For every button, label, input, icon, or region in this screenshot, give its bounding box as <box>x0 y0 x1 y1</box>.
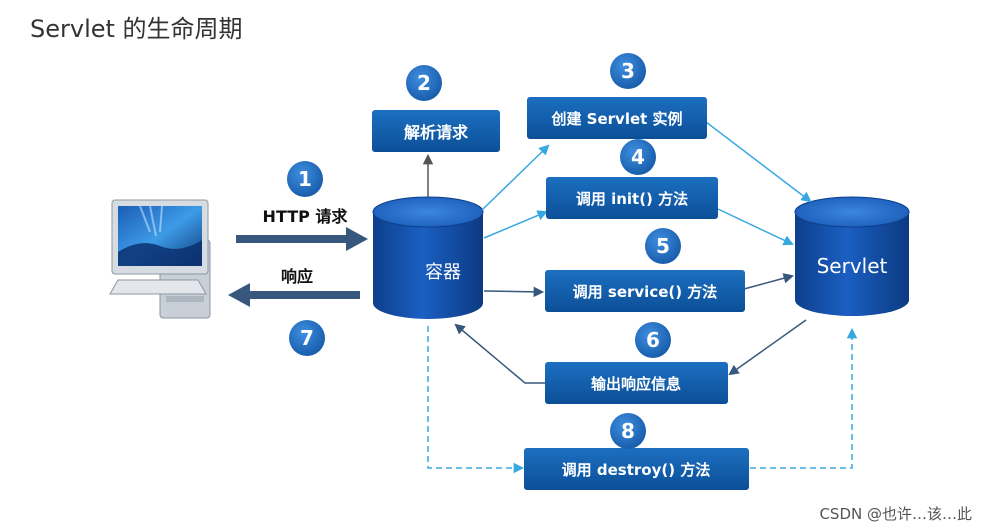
svg-text:2: 2 <box>417 71 431 95</box>
step-box-label: 调用 destroy() 方法 <box>562 461 711 479</box>
step-box-output-response: 输出响应信息 <box>545 362 728 404</box>
step-box-label: 调用 service() 方法 <box>573 283 718 301</box>
edge-servlet-to-output <box>728 319 807 376</box>
edge-destroy-to-servlet <box>750 327 858 469</box>
svg-text:5: 5 <box>656 234 670 258</box>
servlet-cylinder <box>794 196 910 316</box>
container-cylinder <box>372 196 484 319</box>
step-box-destroy: 调用 destroy() 方法 <box>524 448 749 490</box>
page-title: Servlet 的生命周期 <box>30 15 243 43</box>
step-box-init: 调用 init() 方法 <box>546 177 718 219</box>
response-label: 响应 <box>281 267 313 286</box>
servlet-label: Servlet <box>817 254 888 278</box>
container-label: 容器 <box>425 262 461 283</box>
step-number-1: 1 <box>287 161 323 197</box>
step-number-4: 4 <box>620 139 656 175</box>
step-number-5: 5 <box>645 228 681 264</box>
svg-text:6: 6 <box>646 328 660 352</box>
step-number-3: 3 <box>610 53 646 89</box>
step-box-label: 调用 init() 方法 <box>576 190 688 208</box>
response-arrow <box>228 283 360 307</box>
svg-text:3: 3 <box>621 59 635 83</box>
edge-container-to-init <box>483 210 548 239</box>
svg-text:4: 4 <box>631 145 645 169</box>
request-label: HTTP 请求 <box>263 207 349 226</box>
svg-text:8: 8 <box>621 419 635 443</box>
edge-create-to-servlet <box>705 121 812 203</box>
svg-text:1: 1 <box>298 167 312 191</box>
edge-init-to-servlet <box>717 208 794 246</box>
step-box-label: 输出响应信息 <box>591 375 681 393</box>
edge-container-to-destroy <box>427 326 525 474</box>
svg-text:7: 7 <box>300 326 314 350</box>
step-box-label: 创建 Servlet 实例 <box>550 110 682 128</box>
edge-container-to-create <box>481 144 550 211</box>
request-arrow <box>236 227 368 251</box>
computer-icon <box>109 199 211 319</box>
step-box-label: 解析请求 <box>404 123 469 142</box>
step-box-service: 调用 service() 方法 <box>545 270 745 312</box>
step-number-8: 8 <box>610 413 646 449</box>
edge-service-to-servlet <box>743 273 795 290</box>
step-number-2: 2 <box>406 65 442 101</box>
watermark: CSDN @也许…该…此 <box>819 505 972 523</box>
step-number-6: 6 <box>635 322 671 358</box>
edge-output-to-container <box>454 323 545 384</box>
edge-container-to-service <box>483 286 545 298</box>
step-number-7: 7 <box>289 320 325 356</box>
step-box-create-instance: 创建 Servlet 实例 <box>527 97 707 139</box>
step-box-parse-request: 解析请求 <box>372 110 500 152</box>
